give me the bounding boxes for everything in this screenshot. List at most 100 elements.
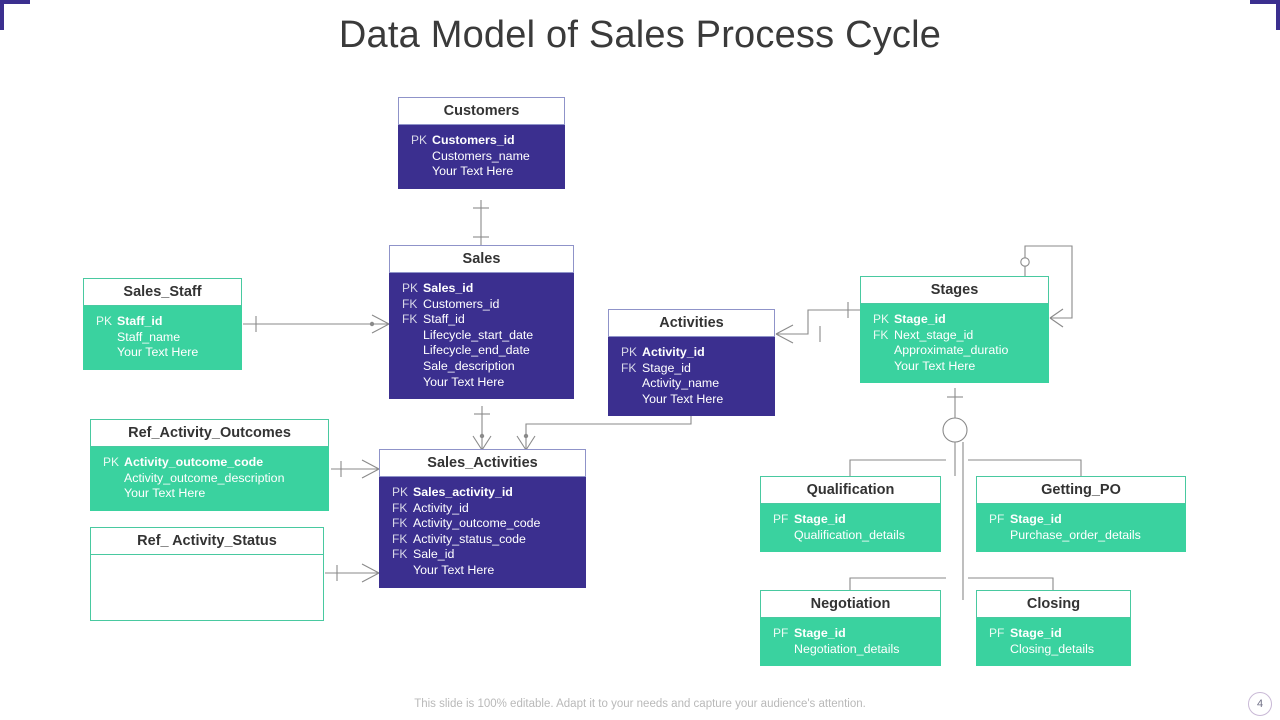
attribute-key-marker: FK [392,516,408,531]
entity-getting-po-title: Getting_PO [976,476,1186,504]
edge-activities-stages [776,309,860,335]
edge-activities-sa-crowsfoot [516,435,536,451]
attribute-name: Customers_name [432,148,530,163]
attribute-key-marker [621,392,642,408]
attribute-key-marker [989,528,1010,544]
edge-subtype-qualification [849,459,946,476]
attribute-key-marker: PF [989,626,1005,640]
entity-ref-activity-status[interactable]: Ref_ Activity_Status [90,527,324,621]
edge-subtype-negotiation [849,577,946,590]
entity-sales-activities-title: Sales_Activities [379,449,586,477]
edge-sales-salesactivities-crowsfoot [472,435,492,451]
attribute-key-marker: PK [103,455,120,469]
attribute-key-marker: PK [621,345,638,359]
page-title: Data Model of Sales Process Cycle [338,14,942,56]
entity-closing-keys: PF [976,626,1010,657]
edge-subtype-gettingpo [968,459,1082,476]
attribute-key-marker: FK [621,360,637,375]
entity-getting-po-keys: PF [976,512,1010,543]
attribute-name: Activity_outcome_description [124,470,285,485]
edge-activities-crowsfoot [775,324,794,344]
attribute-key-marker [873,359,894,375]
attribute-name: Purchase_order_details [1010,527,1141,542]
entity-ref-activity-outcomes-keys: PK [90,455,124,502]
attribute-name: Sales_activity_id [413,485,513,499]
attribute-name: Your Text Here [894,358,976,373]
edge-stages-self-loop-zero [1020,257,1030,267]
attribute-key-marker: PF [773,626,789,640]
attribute-name: Stage_id [1010,512,1062,526]
attribute-name: Stage_id [794,512,846,526]
attribute-name: Sale_description [423,358,515,373]
entity-ref-activity-outcomes-title: Ref_Activity_Outcomes [90,419,329,447]
entity-qualification-keys: PF [760,512,794,543]
attribute-name: Activity_id [642,345,705,359]
attribute-key-marker [773,528,794,544]
attribute-name: Your Text Here [413,562,495,577]
subtype-category-symbol [942,417,968,443]
attribute-name: Lifecycle_end_date [423,343,530,358]
attribute-key-marker [411,164,432,180]
edge-stages-self-loop [1024,245,1073,319]
attribute-name: Negotiation_details [794,641,900,656]
attribute-key-marker [873,343,894,359]
attribute-key-marker [402,343,423,359]
attribute-name: Sales_id [423,281,474,295]
attribute-key-marker: PK [402,281,419,295]
edge-subtype-closing [968,577,1054,590]
entity-ref-activity-status-body [90,555,324,621]
entity-ref-activity-status-keys [91,555,125,620]
attribute-name: Stage_id [642,360,691,375]
attribute-key-marker: FK [873,327,889,342]
attribute-name: Your Text Here [124,486,206,501]
attribute-key-marker: FK [402,296,418,311]
attribute-key-marker: PK [392,485,409,499]
entity-customers-title: Customers [398,97,565,125]
attribute-key-marker: FK [402,312,418,327]
attribute-key-marker: PK [873,312,890,326]
corner-accent-top-left-vertical [0,0,4,30]
entity-ref-activity-outcomes[interactable]: Ref_Activity_Outcomes PK Activity_outcom… [90,419,329,511]
attribute-name: Stage_id [1010,626,1062,640]
attribute-key-marker [989,642,1010,658]
edge-stages-self-crowsfoot [1049,308,1064,328]
edge-refoutcomes-crowsfoot [361,459,380,479]
entity-stages-title: Stages [860,276,1049,304]
page-number-badge: 4 [1248,692,1272,716]
entity-activities-title: Activities [608,309,775,337]
attribute-name: Sale_id [413,547,455,562]
attribute-name: Activity_id [413,500,469,515]
corner-accent-top-right-vertical [1276,0,1280,30]
attribute-key-marker [392,563,413,579]
entity-negotiation-title: Negotiation [760,590,941,618]
corner-accent-top-left-horizontal [0,0,30,4]
attribute-name: Activity_name [642,376,720,391]
